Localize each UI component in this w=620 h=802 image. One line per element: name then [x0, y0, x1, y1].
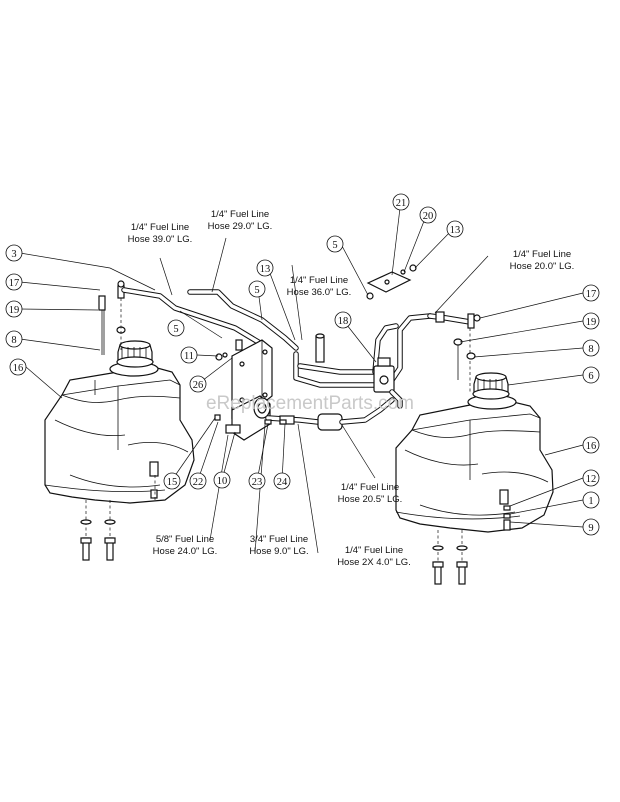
right-supply-hose[interactable]	[427, 311, 481, 329]
callout-label: 16	[586, 441, 597, 452]
callout-24[interactable]: 24	[273, 472, 291, 490]
callout-1[interactable]: 1	[582, 491, 600, 509]
callout-16-left[interactable]: 16	[9, 358, 27, 376]
callout-label: 21	[396, 198, 407, 209]
hose-label-line2: Hose 20.5" LG.	[338, 494, 403, 505]
callout-10[interactable]: 10	[213, 471, 231, 489]
callout-13-a[interactable]: 13	[256, 259, 274, 277]
callout-23[interactable]: 23	[248, 472, 266, 490]
fuel-filter[interactable]	[265, 397, 395, 431]
hose-label-line2: Hose 2X 4.0" LG.	[337, 557, 411, 568]
hose-label-line2: Hose 24.0" LG.	[153, 546, 218, 557]
hose-label-line1: 3/4" Fuel Line	[250, 534, 308, 545]
hose-label-14-36: 1/4" Fuel Line Hose 36.0" LG.	[287, 275, 352, 298]
hose-label-line2: Hose 9.0" LG.	[249, 546, 308, 557]
fuel-shutoff-valve[interactable]	[372, 313, 433, 409]
left-pickup-fitting[interactable]	[98, 280, 126, 355]
callout-label: 22	[193, 477, 204, 488]
callout-label: 13	[260, 264, 271, 275]
callout-label: 19	[9, 305, 20, 316]
callout-label: 1	[588, 496, 593, 507]
left-fuel-tank[interactable]	[44, 340, 195, 504]
hose-label-14-20: 1/4" Fuel Line Hose 20.0" LG.	[510, 249, 575, 272]
hose-label-line1: 1/4" Fuel Line	[131, 222, 189, 233]
callout-label: 6	[588, 371, 593, 382]
callout-22[interactable]: 22	[189, 472, 207, 490]
callout-3[interactable]: 3	[5, 244, 23, 262]
hose-labels: 1/4" Fuel Line Hose 39.0" LG. 1/4" Fuel …	[128, 209, 575, 568]
fuel-pump[interactable]	[225, 395, 271, 441]
fuel-hoses-left[interactable]	[121, 287, 381, 388]
callout-17-left[interactable]: 17	[5, 273, 23, 291]
callout-11[interactable]: 11	[180, 346, 198, 364]
callout-label: 9	[588, 523, 593, 534]
watermark: eReplacementParts.com	[206, 393, 414, 414]
callout-label: 18	[338, 316, 349, 327]
hose-label-line1: 5/8" Fuel Line	[156, 534, 214, 545]
callout-label: 16	[13, 363, 24, 374]
callout-26[interactable]: 26	[189, 375, 207, 393]
callout-label: 8	[11, 335, 16, 346]
callout-label: 5	[173, 324, 178, 335]
callout-12[interactable]: 12	[582, 469, 600, 487]
center-small-hardware[interactable]	[214, 352, 287, 425]
callout-label: 26	[193, 380, 204, 391]
callout-19-left[interactable]: 19	[5, 300, 23, 318]
hose-label-line1: 1/4" Fuel Line	[345, 545, 403, 556]
callout-label: 15	[167, 477, 178, 488]
callout-8-left[interactable]: 8	[5, 330, 23, 348]
hose-label-line1: 1/4" Fuel Line	[341, 482, 399, 493]
callout-21[interactable]: 21	[392, 193, 410, 211]
callout-label: 8	[588, 344, 593, 355]
callout-5-a[interactable]: 5	[167, 319, 185, 337]
hose-label-line2: Hose 29.0" LG.	[208, 221, 273, 232]
hose-label-58-24: 5/8" Fuel Line Hose 24.0" LG.	[153, 534, 218, 557]
callout-9[interactable]: 9	[582, 518, 600, 536]
hose-label-line1: 1/4" Fuel Line	[513, 249, 571, 260]
hose-label-line2: Hose 20.0" LG.	[510, 261, 575, 272]
callout-5-c[interactable]: 5	[326, 235, 344, 253]
callout-15[interactable]: 15	[163, 472, 181, 490]
callout-label: 19	[586, 317, 597, 328]
hose-label-14-205: 1/4" Fuel Line Hose 20.5" LG.	[338, 482, 403, 505]
callout-19-right[interactable]: 19	[582, 312, 600, 330]
callout-8-right[interactable]: 8	[582, 339, 600, 357]
callout-6[interactable]: 6	[582, 366, 600, 384]
callout-18[interactable]: 18	[334, 311, 352, 329]
leader-lines	[19, 207, 584, 554]
callouts: 3 17 19 8 16 5 5 13 11 26 15 22 10 23 24…	[5, 193, 600, 536]
right-fuel-tank[interactable]	[395, 372, 554, 533]
right-mounting-bolts[interactable]	[432, 505, 511, 585]
right-pickup-fitting[interactable]	[453, 328, 476, 392]
hose-label-14-39: 1/4" Fuel Line Hose 39.0" LG.	[128, 222, 193, 245]
callout-17-right[interactable]: 17	[582, 284, 600, 302]
hose-label-14-29: 1/4" Fuel Line Hose 29.0" LG.	[208, 209, 273, 232]
callout-16-right[interactable]: 16	[582, 436, 600, 454]
callout-20[interactable]: 20	[419, 206, 437, 224]
callout-label: 11	[184, 351, 194, 362]
callout-label: 23	[252, 477, 263, 488]
callout-label: 5	[254, 285, 259, 296]
callout-label: 24	[277, 477, 288, 488]
hose-label-line1: 1/4" Fuel Line	[290, 275, 348, 286]
callout-label: 12	[586, 474, 597, 485]
callout-13-b[interactable]: 13	[446, 220, 464, 238]
callout-label: 3	[11, 249, 16, 260]
hose-label-line2: Hose 36.0" LG.	[287, 287, 352, 298]
hose-label-line2: Hose 39.0" LG.	[128, 234, 193, 245]
callout-label: 13	[450, 225, 461, 236]
callout-label: 5	[332, 240, 337, 251]
callout-label: 17	[9, 278, 20, 289]
hose-label-line1: 1/4" Fuel Line	[211, 209, 269, 220]
left-mounting-bolts[interactable]	[80, 475, 156, 561]
callout-label: 20	[423, 211, 434, 222]
callout-5-b[interactable]: 5	[248, 280, 266, 298]
callout-label: 17	[586, 289, 597, 300]
hose-label-14-2x4: 1/4" Fuel Line Hose 2X 4.0" LG.	[337, 545, 411, 568]
callout-label: 10	[217, 476, 228, 487]
valve-bracket[interactable]	[366, 264, 417, 300]
hose-label-34-9: 3/4" Fuel Line Hose 9.0" LG.	[249, 534, 308, 557]
